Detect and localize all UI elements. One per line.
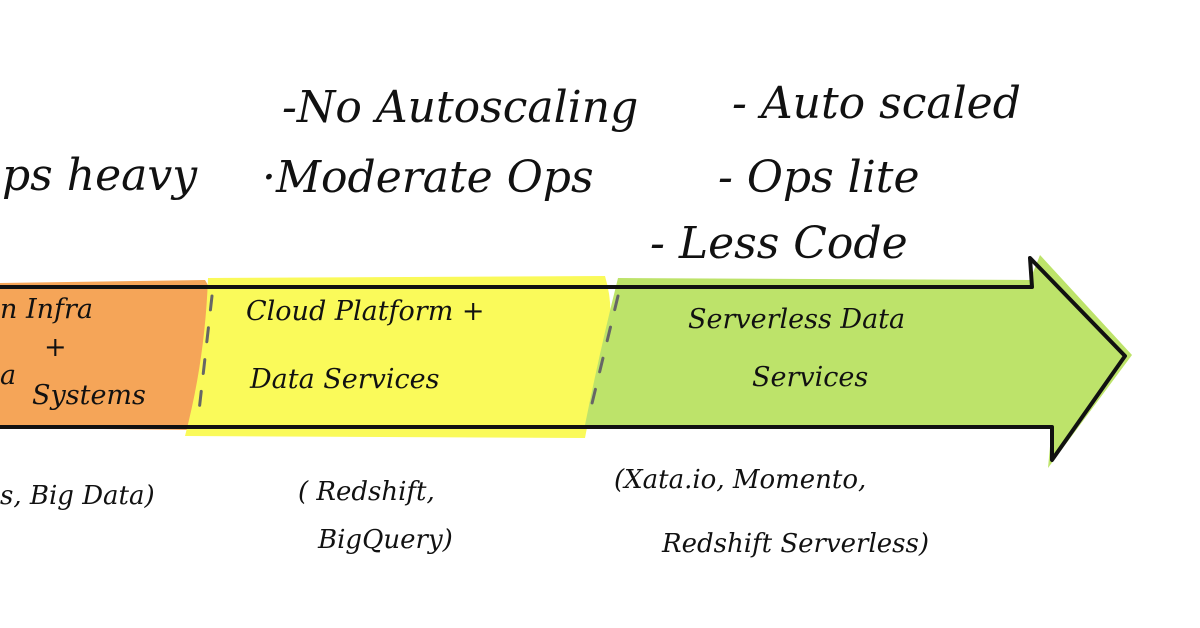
trait-text: ps heavy — [2, 150, 198, 201]
timeline-arrow — [0, 256, 1127, 462]
stage-label: a — [0, 360, 16, 391]
stage-divider — [586, 294, 620, 422]
stage-label: Services — [752, 362, 868, 393]
stage-label: Serverless Data — [688, 304, 905, 335]
stage-3-band — [585, 255, 1132, 468]
stage-1-band — [0, 280, 214, 430]
stage-label: n Infra — [0, 294, 93, 325]
trait-text: -No Autoscaling — [282, 82, 638, 133]
trait-text: - Less Code — [650, 218, 908, 269]
trait-text: - Auto scaled — [732, 78, 1021, 129]
trait-text: - Ops lite — [718, 152, 920, 203]
example-text: s, Big Data) — [0, 481, 155, 511]
stage-divider — [196, 294, 214, 422]
stage-label: + — [44, 332, 67, 363]
example-text: (Xata.io, Momento, — [614, 465, 866, 495]
stage-label: Systems — [32, 380, 146, 411]
stage-2-band — [185, 276, 611, 438]
example-text: Redshift Serverless) — [661, 529, 929, 559]
example-text: BigQuery) — [317, 525, 453, 555]
stage-label: Data Services — [249, 364, 440, 395]
stage-label: Cloud Platform + — [246, 296, 485, 327]
trait-text: ·Moderate Ops — [262, 152, 594, 203]
example-text: ( Redshift, — [298, 477, 435, 507]
